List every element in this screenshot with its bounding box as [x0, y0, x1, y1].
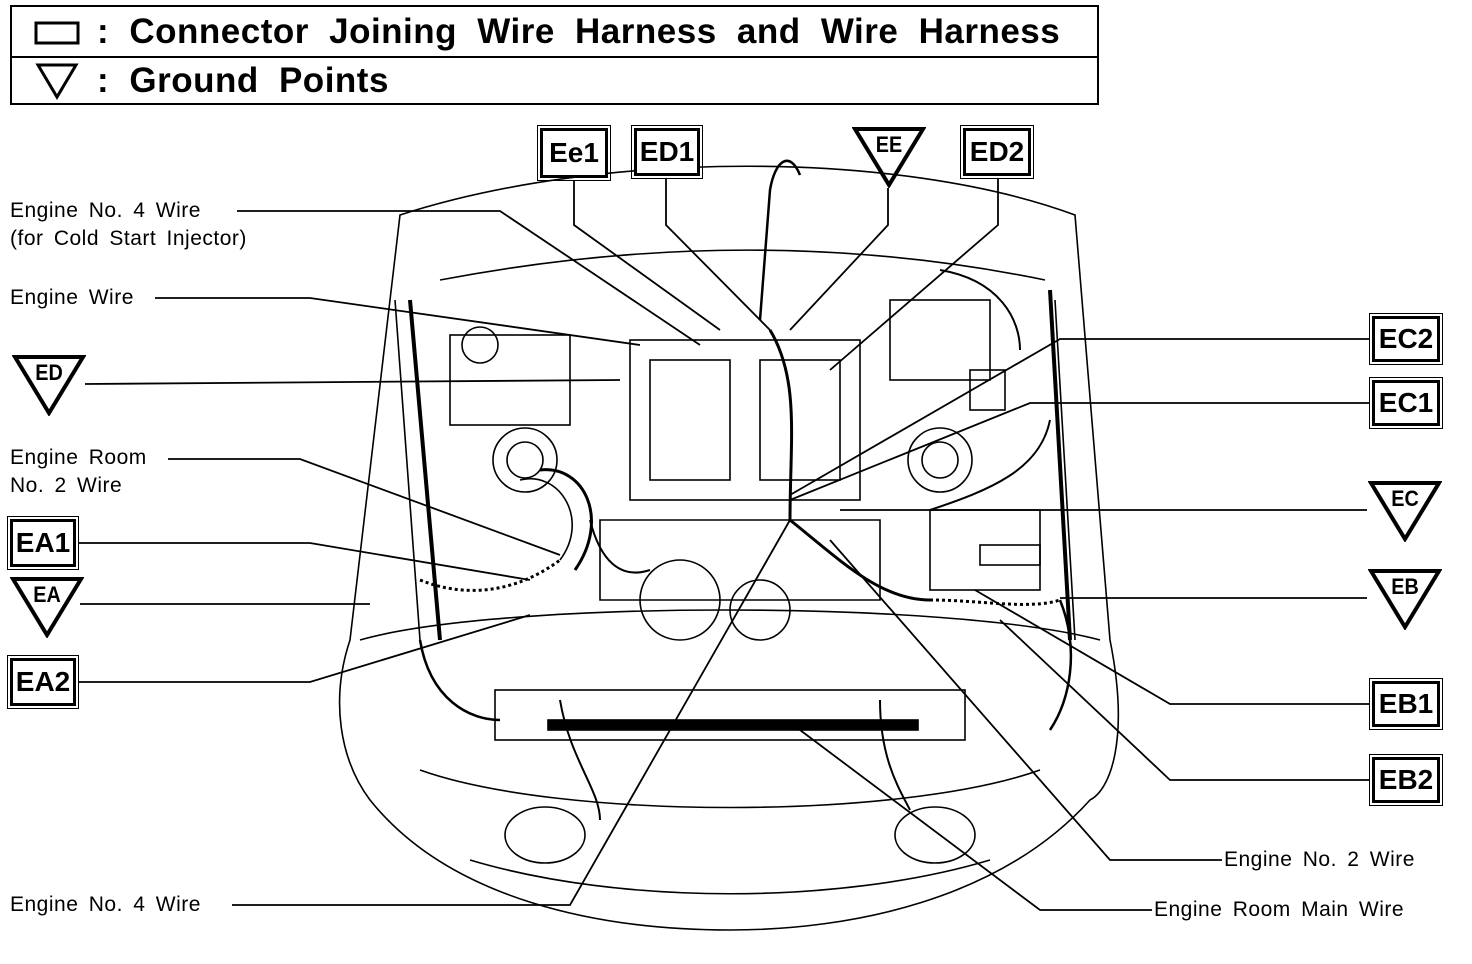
- ground-point-ec: EC: [1367, 480, 1443, 543]
- label-engine-no4-cold-start-note: (for Cold Start Injector): [10, 227, 247, 250]
- label-engine-wire: Engine Wire: [10, 286, 134, 309]
- ground-label-ee: EE: [875, 132, 903, 157]
- ground-point-eb: EB: [1367, 568, 1443, 631]
- connector-eb1: EB1: [1369, 678, 1443, 730]
- label-engine-no2: Engine No. 2 Wire: [1224, 848, 1415, 871]
- ground-symbol-icon: [35, 63, 79, 100]
- legend-ground-text: : Ground Points: [97, 61, 389, 100]
- connector-symbol-icon: [34, 21, 80, 44]
- ground-label-ed: ED: [35, 360, 63, 385]
- connector-ed1: ED1: [631, 125, 703, 179]
- connector-eb2: EB2: [1369, 754, 1443, 806]
- ground-triangle-icon: [11, 355, 87, 417]
- legend-row-connector: : Connector Joining Wire Harness and Wir…: [12, 7, 1097, 58]
- label-engine-room-main: Engine Room Main Wire: [1154, 898, 1405, 921]
- ground-triangle-icon: [9, 577, 85, 639]
- connector-ec1: EC1: [1369, 377, 1443, 429]
- label-engine-no4: Engine No. 4 Wire: [10, 893, 201, 916]
- connector-ea1: EA1: [7, 516, 79, 570]
- label-engine-no4-cold-start: Engine No. 4 Wire: [10, 199, 201, 222]
- legend-row-ground: : Ground Points: [12, 56, 1097, 105]
- label-engine-room-no2-line2: No. 2 Wire: [10, 474, 123, 497]
- ground-label-eb: EB: [1391, 574, 1419, 599]
- ground-triangle-icon: [1367, 481, 1443, 543]
- ground-label-ea: EA: [33, 582, 61, 607]
- ground-triangle-icon: [851, 127, 927, 189]
- legend-connector-text: : Connector Joining Wire Harness and Wir…: [97, 12, 1061, 51]
- ground-triangle-icon: [1367, 569, 1443, 631]
- connector-ea2: EA2: [7, 655, 79, 709]
- connector-ed2: ED2: [960, 125, 1034, 179]
- connector-ec2: EC2: [1369, 313, 1443, 365]
- connector-ee1: Ee1: [537, 125, 611, 181]
- ground-point-ee: EE: [851, 126, 927, 189]
- legend-box: : Connector Joining Wire Harness and Wir…: [10, 5, 1099, 105]
- label-engine-room-no2-line1: Engine Room: [10, 446, 147, 469]
- ground-point-ed: ED: [11, 354, 87, 417]
- ground-point-ea: EA: [9, 576, 85, 639]
- ground-label-ec: EC: [1391, 486, 1419, 511]
